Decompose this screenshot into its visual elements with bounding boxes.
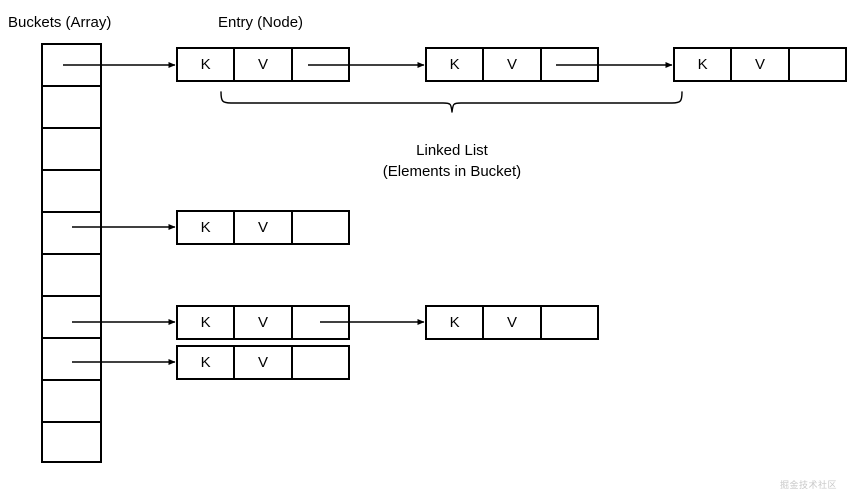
bucket-cell-8[interactable] [43,381,100,423]
bucket-cell-3[interactable] [43,171,100,213]
bucket-cell-1[interactable] [43,87,100,129]
entry-node-b6-n0-key: K [178,307,236,338]
entry-node-b0-n1-key: K [427,49,485,80]
entry-node-b0-n2-value: V [732,49,790,80]
linked-list-caption-line1: Linked List [416,142,488,159]
linked-list-brace [220,91,683,113]
bucket-cell-9[interactable] [43,423,100,465]
entry-node-b0-n2[interactable]: K V [673,47,847,82]
entry-node-b4-n0-key: K [178,212,236,243]
entry-node-b7-n0[interactable]: K V [176,345,350,380]
watermark: 掘金技术社区 [780,480,838,490]
bucket-cell-7[interactable] [43,339,100,381]
entry-node-b7-n0-next [293,347,348,378]
linked-list-caption-line2: (Elements in Bucket) [382,163,522,180]
entry-node-b6-n0-next [293,307,348,338]
bucket-array [41,43,102,463]
entry-node-b0-n0[interactable]: K V [176,47,350,82]
entry-node-label: Entry (Node) [218,14,304,31]
bucket-cell-0[interactable] [43,45,100,87]
buckets-array-label: Buckets (Array) [8,14,112,31]
entry-node-b4-n0-next [293,212,348,243]
entry-node-b0-n1-next [542,49,597,80]
entry-node-b0-n0-value: V [235,49,293,80]
entry-node-b6-n1-value: V [484,307,542,338]
entry-node-b6-n0[interactable]: K V [176,305,350,340]
bucket-cell-6[interactable] [43,297,100,339]
entry-node-b6-n1[interactable]: K V [425,305,599,340]
entry-node-b0-n2-next [790,49,845,80]
entry-node-b4-n0[interactable]: K V [176,210,350,245]
bucket-cell-2[interactable] [43,129,100,171]
entry-node-b0-n2-key: K [675,49,733,80]
entry-node-b0-n0-next [293,49,348,80]
entry-node-b0-n1-value: V [484,49,542,80]
entry-node-b6-n1-next [542,307,597,338]
bucket-cell-5[interactable] [43,255,100,297]
entry-node-b7-n0-key: K [178,347,236,378]
entry-node-b6-n0-value: V [235,307,293,338]
bucket-cell-4[interactable] [43,213,100,255]
entry-node-b0-n1[interactable]: K V [425,47,599,82]
entry-node-b4-n0-value: V [235,212,293,243]
entry-node-b0-n0-key: K [178,49,236,80]
entry-node-b7-n0-value: V [235,347,293,378]
entry-node-b6-n1-key: K [427,307,485,338]
